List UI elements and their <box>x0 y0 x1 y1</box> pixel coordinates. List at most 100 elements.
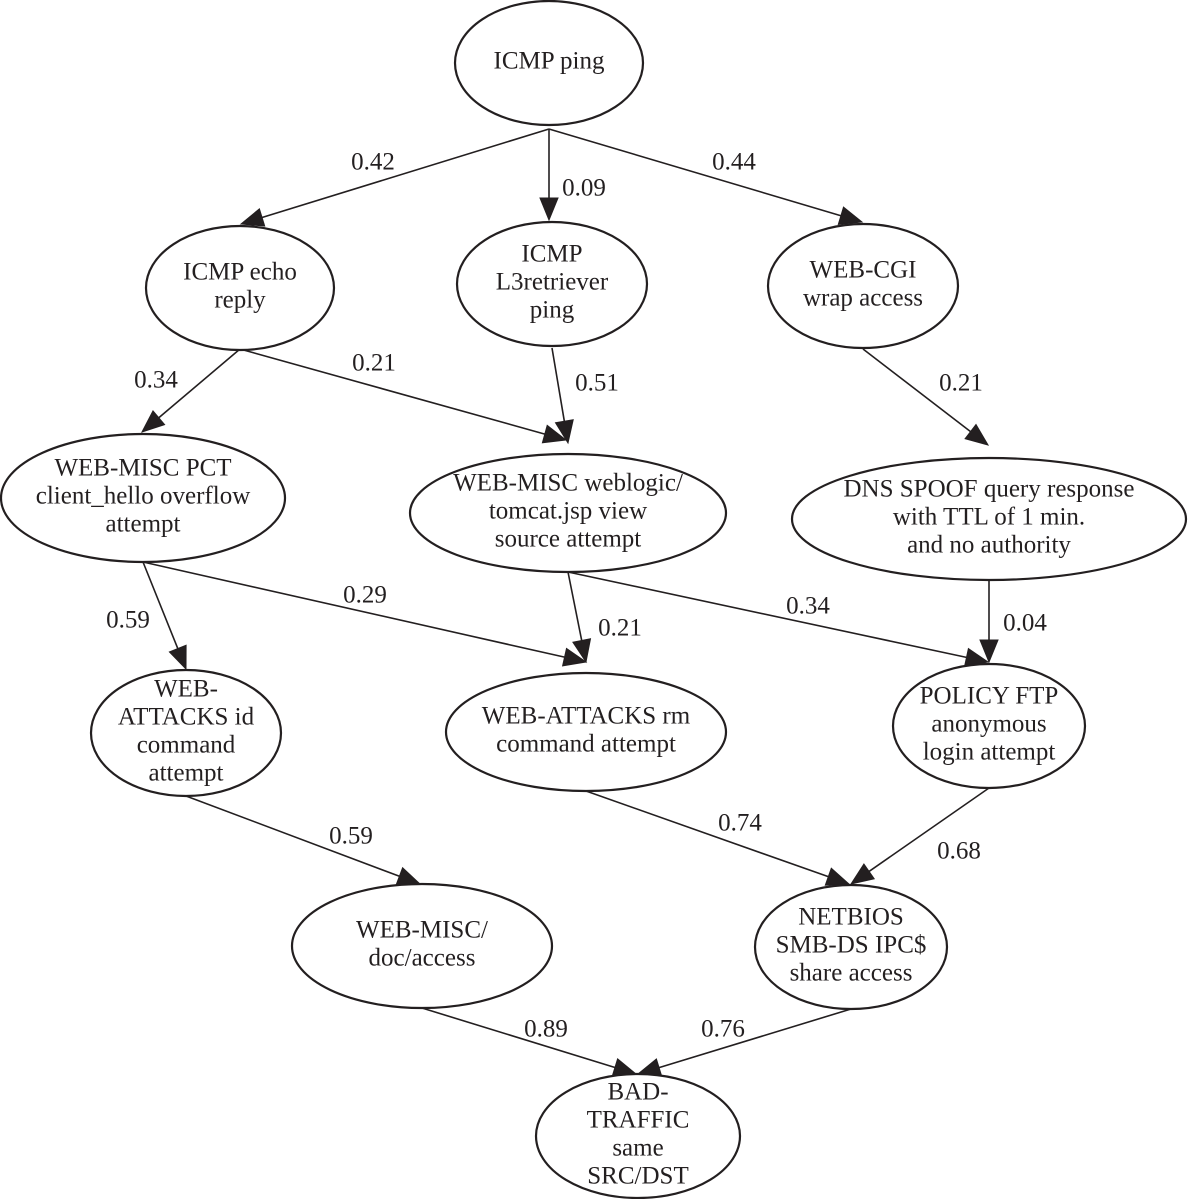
edge-line <box>868 787 990 873</box>
arrowhead <box>140 410 166 433</box>
edge-icmp_ping-to-icmp_echo_reply: 0.42 <box>239 128 550 227</box>
arrowhead <box>964 423 990 446</box>
arrowhead <box>979 639 999 664</box>
edge-probability-label: 0.29 <box>343 582 387 609</box>
node-label-line: DNS SPOOF query response <box>844 476 1135 503</box>
edge-line <box>567 571 583 641</box>
node-label-line: with TTL of 1 min. <box>893 504 1085 531</box>
node-label-line: source attempt <box>495 526 642 553</box>
edge-line <box>421 1007 616 1069</box>
node-icmp-ping: ICMP ping <box>453 0 645 127</box>
edge-line <box>158 348 241 419</box>
edge-probability-label: 0.59 <box>106 607 150 634</box>
node-label-line: WEB-ATTACKS rm <box>482 703 691 730</box>
node-ellipse <box>790 456 1188 582</box>
edge-probability-label: 0.76 <box>701 1016 745 1043</box>
edge-line <box>658 1008 852 1069</box>
edge-probability-label: 0.21 <box>598 615 642 642</box>
arrowhead <box>239 208 266 227</box>
node-label-line: SRC/DST <box>587 1163 688 1190</box>
node-ellipse <box>534 1072 742 1199</box>
edge-probability-label: 0.51 <box>575 370 619 397</box>
node-label-line: WEB-CGI <box>810 257 917 284</box>
edge-web_misc_weblogic-to-web_attacks_rm: 0.21 <box>567 571 642 664</box>
node-label-line: reply <box>214 287 266 314</box>
node-label-line: ping <box>530 297 575 324</box>
arrowhead <box>572 638 592 664</box>
node-ellipse <box>0 432 287 564</box>
node-label-line: WEB-MISC weblogic/ <box>453 470 683 497</box>
node-ellipse <box>891 662 1087 790</box>
edge-probability-label: 0.89 <box>524 1016 568 1043</box>
node-label-line: ATTACKS id <box>118 704 255 731</box>
edge-icmp_l3retriever-to-web_misc_weblogic: 0.51 <box>551 347 619 445</box>
edge-line <box>567 571 967 659</box>
edge-web_attacks_rm-to-netbios_smb: 0.74 <box>585 790 851 886</box>
arrowhead <box>541 424 568 444</box>
edge-line <box>185 795 400 878</box>
node-ellipse <box>89 668 283 798</box>
edge-web_misc_pct-to-web_attacks_rm: 0.29 <box>142 561 588 667</box>
edge-icmp_ping-to-web_cgi_wrap: 0.44 <box>548 128 864 225</box>
node-label-line: ICMP echo <box>183 259 297 286</box>
node-label-line: tomcat.jsp view <box>489 498 647 525</box>
edge-line <box>142 561 179 649</box>
arrowhead <box>824 867 851 886</box>
node-label-line: anonymous <box>931 711 1046 738</box>
node-label-line: attempt <box>149 760 224 787</box>
node-label-line: same <box>612 1135 663 1162</box>
edge-line <box>261 128 550 219</box>
node-ellipse <box>455 220 649 348</box>
node-label-line: TRAFFIC <box>587 1107 690 1134</box>
node-label-line: WEB- <box>154 676 218 703</box>
arrowhead <box>168 644 187 671</box>
node-label-line: client_hello overflow <box>36 483 251 510</box>
edge-probability-label: 0.68 <box>937 838 981 865</box>
node-ellipse <box>453 0 645 127</box>
edge-line <box>548 128 842 217</box>
edge-icmp_ping-to-icmp_l3retriever: 0.09 <box>539 129 606 222</box>
node-label-line: NETBIOS <box>798 904 904 931</box>
edge-web_misc_weblogic-to-policy_ftp: 0.34 <box>567 571 990 667</box>
node-label-line: attempt <box>106 511 181 538</box>
node-label-line: doc/access <box>369 945 476 972</box>
node-label-line: and no authority <box>907 532 1071 559</box>
edge-web_cgi_wrap-to-dns_spoof: 0.21 <box>862 348 990 446</box>
node-label-line: command attempt <box>496 731 676 758</box>
edge-probability-label: 0.34 <box>786 593 830 620</box>
node-label-line: POLICY FTP <box>920 683 1059 710</box>
node-label-line: ICMP ping <box>494 48 605 75</box>
edge-icmp_echo_reply-to-web_misc_weblogic: 0.21 <box>239 348 568 444</box>
node-ellipse <box>144 224 336 352</box>
edge-probability-label: 0.42 <box>351 149 395 176</box>
node-label-line: share access <box>790 960 913 987</box>
edge-probability-label: 0.59 <box>329 823 373 850</box>
edge-netbios_smb-to-bad_traffic: 0.76 <box>636 1008 852 1077</box>
edge-icmp_echo_reply-to-web_misc_pct: 0.34 <box>134 348 241 433</box>
arrowhead <box>837 206 864 225</box>
node-ellipse <box>408 452 728 574</box>
edge-web_misc_pct-to-web_attacks_id: 0.59 <box>106 561 187 671</box>
edge-dns_spoof-to-policy_ftp: 0.04 <box>979 580 1047 664</box>
arrowhead <box>395 866 422 886</box>
edge-line <box>862 348 972 433</box>
arrowhead <box>849 863 876 885</box>
node-web-misc-weblogic: WEB-MISC weblogic/tomcat.jsp viewsource … <box>408 452 728 574</box>
node-ellipse <box>444 671 728 793</box>
node-ellipse <box>290 882 554 1010</box>
edge-policy_ftp-to-netbios_smb: 0.68 <box>849 787 990 885</box>
node-label-line: L3retriever <box>496 269 609 296</box>
edge-line <box>585 790 829 878</box>
edge-probability-label: 0.44 <box>712 149 756 176</box>
